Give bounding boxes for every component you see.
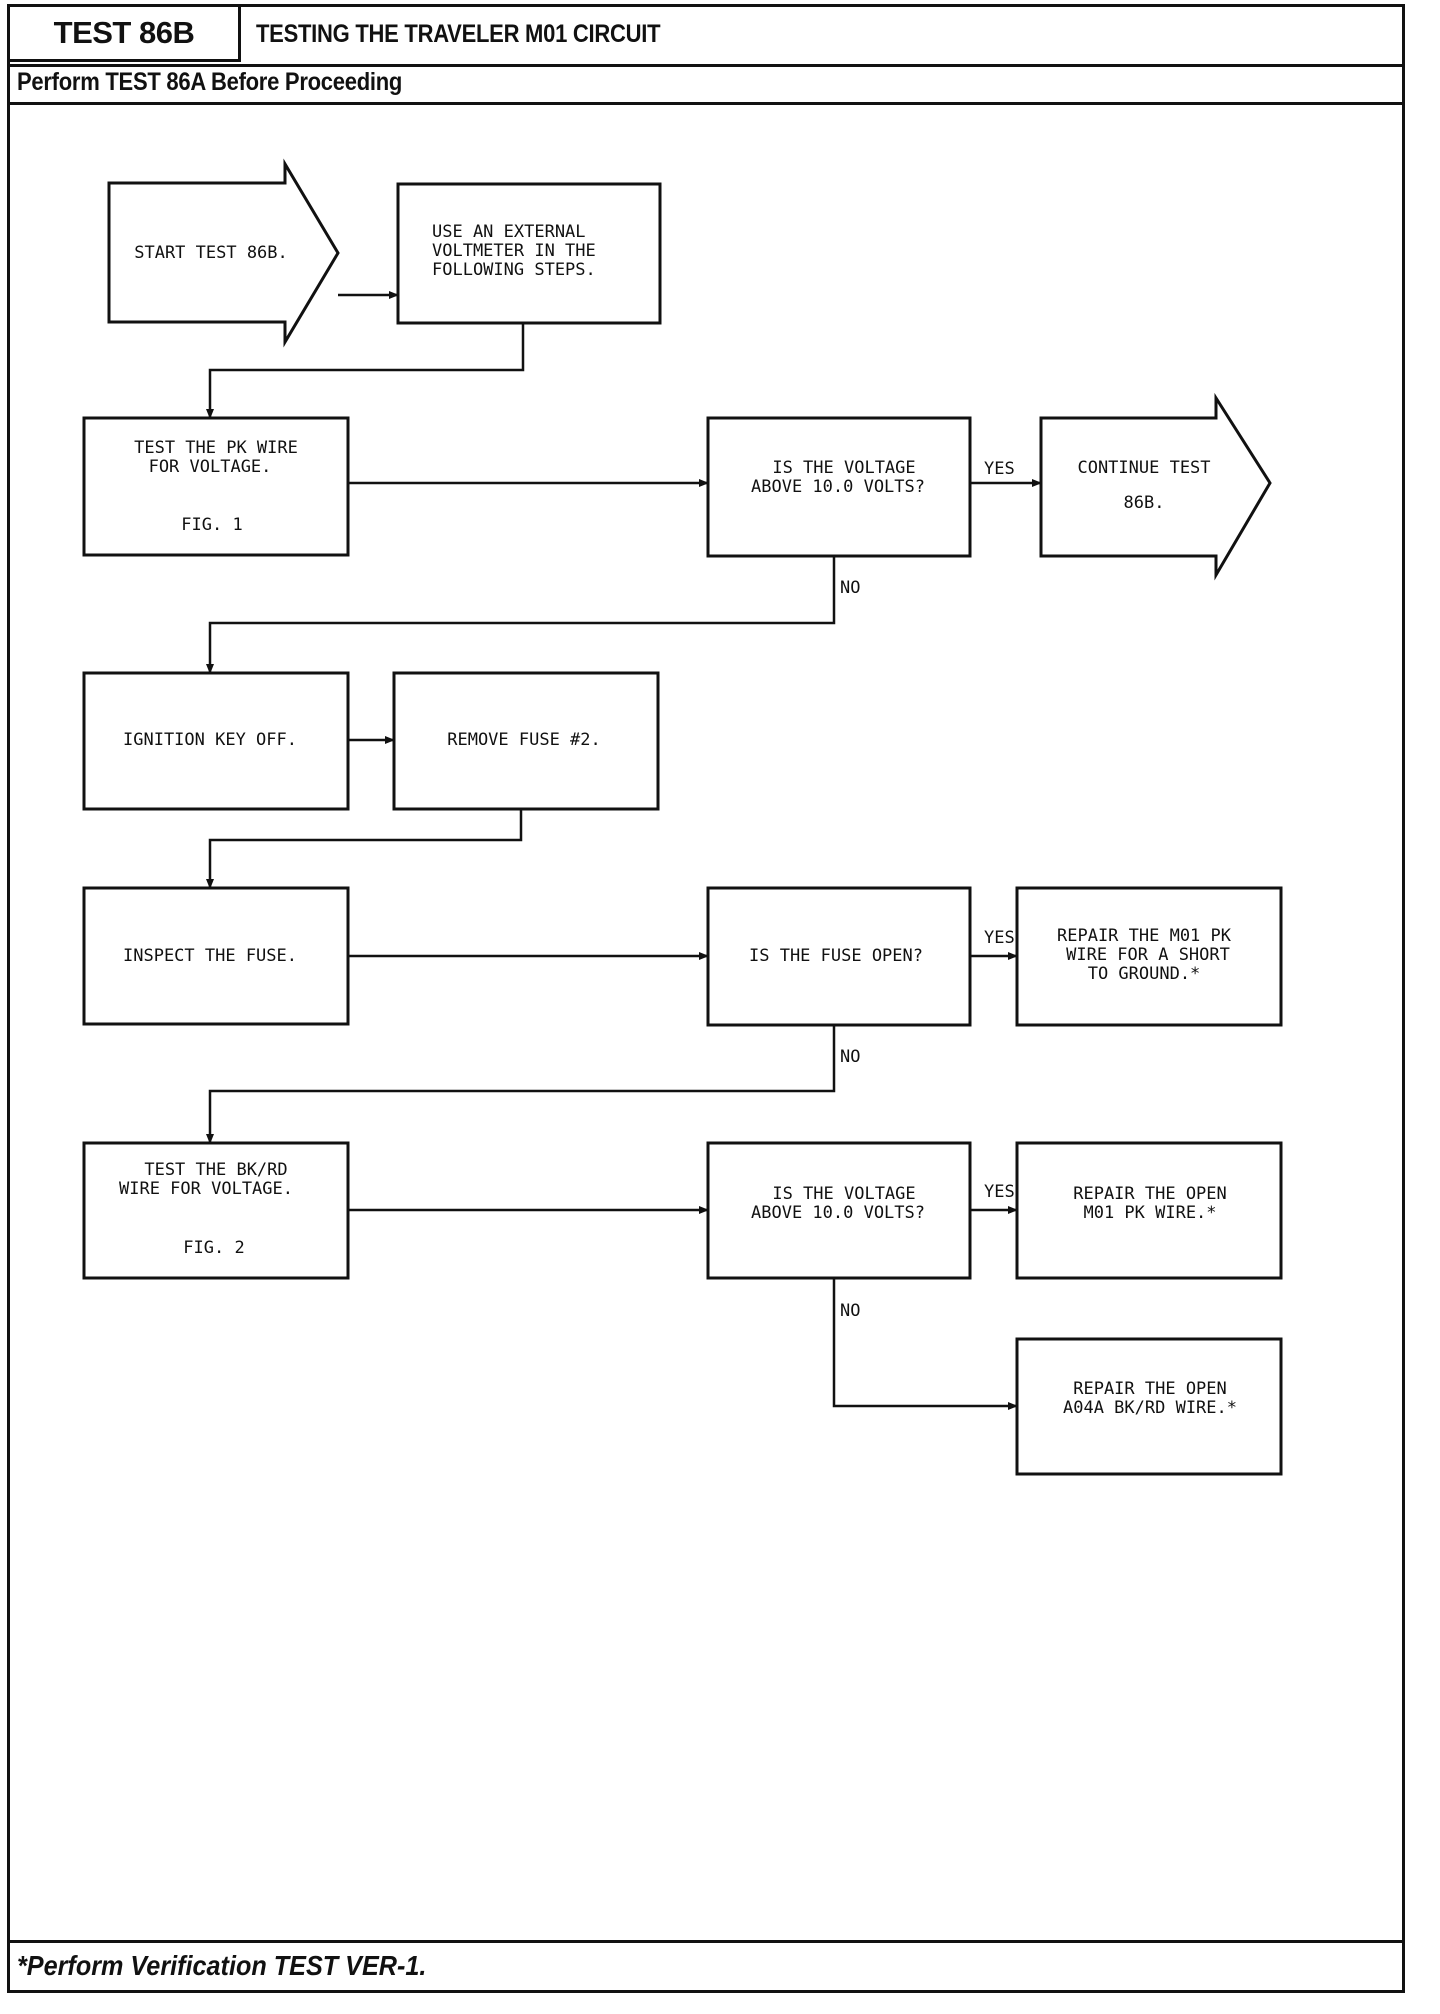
decision-voltage-2-box — [706, 1141, 972, 1280]
start-arrow — [107, 158, 340, 348]
use-voltmeter-text-2: VOLTMETER IN THE — [432, 241, 596, 261]
header-divider-bottom — [7, 102, 1405, 105]
continue-text-2: 86B. — [1124, 493, 1165, 513]
test-bkrd-text-2: WIRE FOR VOLTAGE. — [119, 1179, 293, 1199]
test-title: TESTING THE TRAVELER M01 CIRCUIT — [256, 20, 661, 48]
no-label-1: NO — [840, 578, 860, 598]
continue-text-1: CONTINUE TEST — [1077, 458, 1210, 478]
test-id: TEST 86B — [7, 4, 241, 62]
test-pk-text-2: FOR VOLTAGE. — [149, 457, 272, 477]
edge-decision2-no — [832, 1278, 1018, 1410]
edge-decision-fuse-no — [206, 1025, 836, 1144]
repair-open-pk-box — [1015, 1141, 1283, 1280]
no-label-3: NO — [840, 1301, 860, 1321]
remove-fuse-box — [392, 671, 660, 811]
decision-fuse-text: IS THE FUSE OPEN? — [749, 946, 923, 966]
repair-open-bkrd-text-2: A04A BK/RD WIRE.* — [1063, 1398, 1237, 1418]
yes-label-3: YES — [984, 1182, 1015, 1202]
repair-short-text-2: WIRE FOR A SHORT — [1066, 945, 1230, 965]
repair-short-box — [1015, 886, 1283, 1027]
continue-arrow — [1039, 392, 1272, 581]
repair-short-text-3: TO GROUND.* — [1088, 964, 1201, 984]
edge-voltmeter-to-test-pk — [206, 323, 525, 419]
remove-fuse-text: REMOVE FUSE #2. — [447, 730, 601, 750]
test-pk-text-1: TEST THE PK WIRE — [134, 438, 298, 458]
use-voltmeter-text-3: FOLLOWING STEPS. — [432, 260, 596, 280]
header-divider — [7, 64, 1405, 67]
edge-fuse-to-inspect — [206, 809, 523, 889]
start-text: START TEST 86B. — [134, 243, 288, 263]
repair-open-pk-text-1: REPAIR THE OPEN — [1073, 1184, 1227, 1204]
footer-divider — [7, 1940, 1405, 1943]
decision-fuse-box — [706, 886, 972, 1027]
use-voltmeter-box — [396, 182, 662, 325]
test-pk-box — [82, 416, 350, 557]
repair-short-text-1: REPAIR THE M01 PK — [1057, 926, 1232, 946]
inspect-fuse-text: INSPECT THE FUSE. — [123, 946, 297, 966]
decision-voltage-1-box — [706, 416, 972, 558]
use-voltmeter-text-1: USE AN EXTERNAL — [432, 222, 586, 242]
decision-2-text-2: ABOVE 10.0 VOLTS? — [751, 1203, 925, 1223]
test-bkrd-box — [82, 1141, 350, 1280]
footnote: *Perform Verification TEST VER-1. — [17, 1950, 427, 1981]
yes-label-1: YES — [984, 459, 1015, 479]
decision-1-text-1: IS THE VOLTAGE — [772, 458, 915, 478]
connectors — [206, 291, 1042, 1410]
inspect-fuse-box — [82, 886, 350, 1026]
test-bkrd-text-1: TEST THE BK/RD — [144, 1160, 287, 1180]
test-pk-figure: FIG. 1 — [181, 515, 242, 535]
ignition-off-text: IGNITION KEY OFF. — [123, 730, 297, 750]
decision-1-text-2: ABOVE 10.0 VOLTS? — [751, 477, 925, 497]
yes-label-2: YES — [984, 928, 1015, 948]
prerequisite-note: Perform TEST 86A Before Proceeding — [17, 68, 403, 96]
ignition-off-box — [82, 671, 350, 811]
repair-open-bkrd-box — [1015, 1337, 1283, 1476]
page-frame — [7, 4, 1405, 1993]
repair-open-pk-text-2: M01 PK WIRE.* — [1083, 1203, 1216, 1223]
repair-open-bkrd-text-1: REPAIR THE OPEN — [1073, 1379, 1227, 1399]
no-label-2: NO — [840, 1047, 860, 1067]
decision-2-text-1: IS THE VOLTAGE — [772, 1184, 915, 1204]
test-bkrd-figure: FIG. 2 — [183, 1238, 244, 1258]
edge-decision1-no — [206, 556, 836, 674]
